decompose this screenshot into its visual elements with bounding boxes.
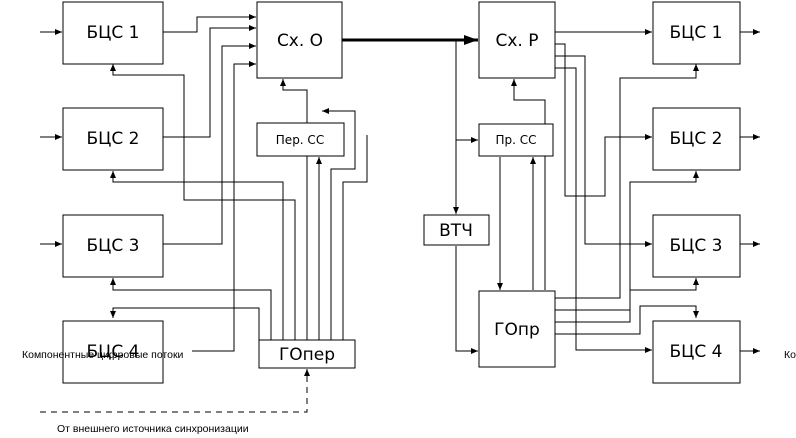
gopr-label: ГОпр — [494, 320, 540, 340]
bcs-to-sxo-lines — [163, 14, 256, 352]
components-right-label: Ко — [784, 349, 796, 361]
goper-label: ГОпер — [279, 345, 335, 365]
left-bcs-4-block: БЦС 4 — [62, 320, 164, 384]
right-bcs-1-label: БЦС 1 — [670, 23, 723, 43]
left-input-arrows — [40, 29, 62, 247]
right-bcs-2-block: БЦС 2 — [652, 107, 741, 171]
per-ss-label: Пер. СС — [276, 133, 324, 147]
vtch-label: ВТЧ — [439, 221, 473, 241]
sync-dashed-line — [40, 369, 310, 413]
left-bcs-3-block: БЦС 3 — [62, 214, 164, 278]
right-bcs-3-block: БЦС 3 — [652, 214, 741, 278]
goper-lines — [110, 64, 368, 342]
left-bcs-2-block: БЦС 2 — [62, 107, 164, 171]
pr-ss-label: Пр. СС — [495, 133, 536, 147]
sx-o-block: Сх. О — [256, 1, 343, 79]
left-bcs-1-label: БЦС 1 — [87, 23, 140, 43]
right-side-lines — [453, 29, 760, 354]
per-ss-block: Пер. СС — [256, 122, 345, 157]
pr-ss-block: Пр. СС — [478, 123, 554, 157]
left-bcs-4-label: БЦС 4 — [87, 342, 140, 362]
right-bcs-4-label: БЦС 4 — [670, 342, 723, 362]
sx-o-label: Сх. О — [277, 31, 323, 51]
sx-r-block: Сх. Р — [478, 1, 556, 79]
sync-source-label: От внешнего источника синхронизации — [57, 423, 249, 435]
right-bcs-1-block: БЦС 1 — [652, 1, 741, 65]
vtch-block: ВТЧ — [423, 214, 490, 246]
right-bcs-2-label: БЦС 2 — [670, 129, 723, 149]
sx-r-label: Сх. Р — [496, 31, 539, 51]
left-bcs-2-label: БЦС 2 — [87, 129, 140, 149]
right-bcs-3-label: БЦС 3 — [670, 236, 723, 256]
components-left-label: Компонентные цифровые потоки — [22, 349, 184, 361]
left-bcs-1-block: БЦС 1 — [62, 1, 164, 65]
goper-block: ГОпер — [258, 339, 356, 369]
left-bcs-3-label: БЦС 3 — [87, 236, 140, 256]
right-bcs-4-block: БЦС 4 — [652, 320, 741, 384]
gopr-block: ГОпр — [478, 290, 556, 368]
